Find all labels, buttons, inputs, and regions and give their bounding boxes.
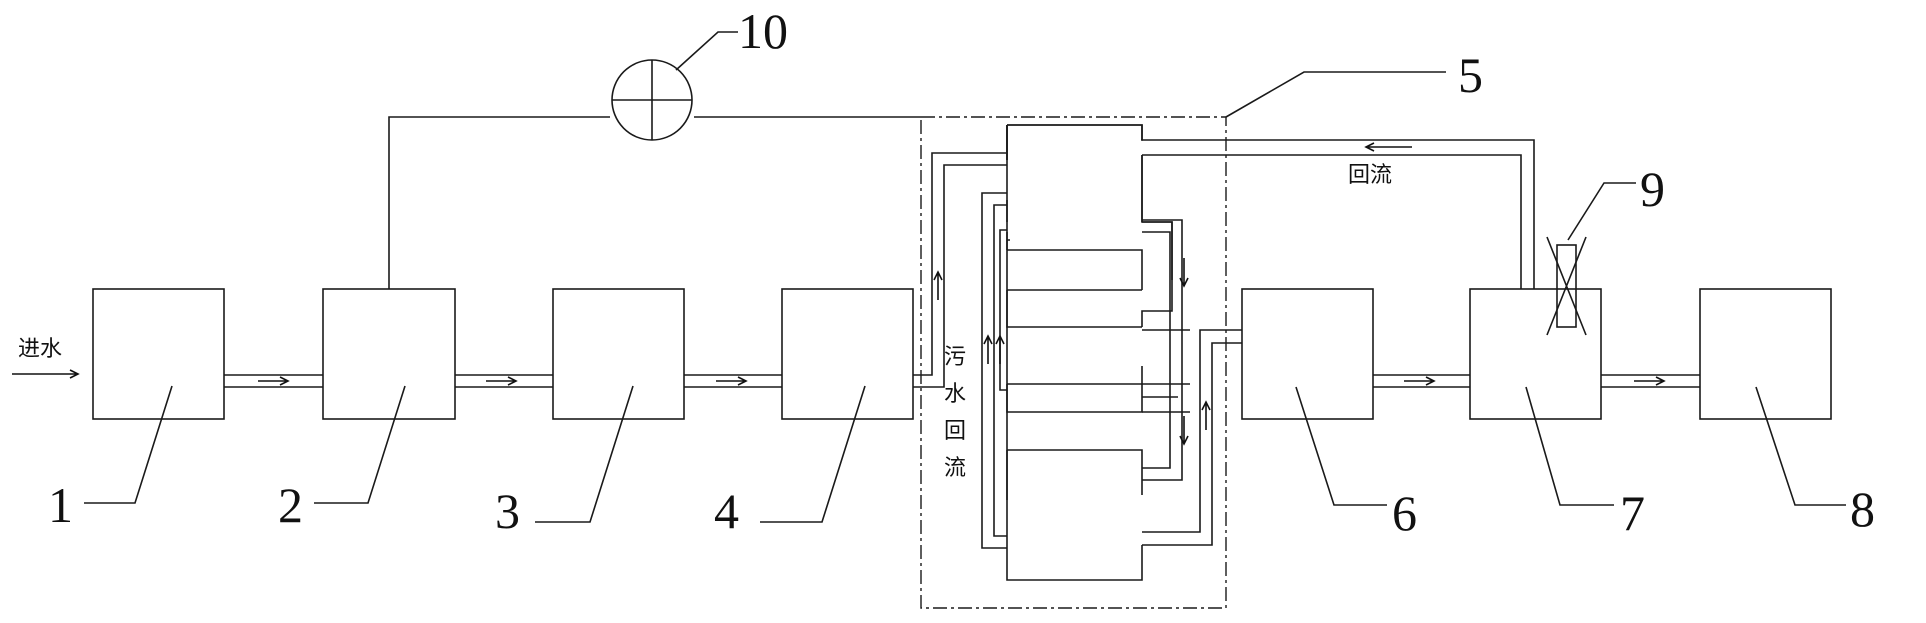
tank-6 [1241,288,1374,420]
flow-arrows [258,376,1666,386]
callout-10: 10 [738,3,788,59]
callout-2: 2 [278,477,303,533]
system-boundary-5 [920,116,1227,609]
tank-2 [322,288,456,420]
sewage-reflux-label-3: 回 [944,419,966,444]
leader-lines [84,31,1846,523]
reflux-label: 回流 [1348,163,1392,188]
tank-1 [92,288,225,420]
tank-3 [552,288,685,420]
tank-8 [1699,288,1832,420]
callout-7: 7 [1620,485,1645,541]
recycle-line-top [388,116,921,289]
sewage-reflux-label-1: 污 [944,345,966,370]
tank-7 [1469,288,1602,420]
reflux-line: 回流 [1142,139,1535,289]
callout-8: 8 [1850,481,1875,537]
connecting-pipes [224,374,1700,388]
sewage-reflux-pipes [981,192,1010,549]
callout-9: 9 [1640,161,1665,217]
component-9 [1546,236,1587,336]
callout-5: 5 [1458,47,1483,103]
inflow-indicator: 进水 [12,337,80,379]
pump-10 [611,59,693,141]
inflow-label: 进水 [18,337,62,362]
sewage-reflux-label-4: 流 [944,456,966,481]
callout-4: 4 [714,483,739,539]
callout-1: 1 [48,477,73,533]
reactor-piping [1142,219,1242,546]
tank-4 [781,288,914,420]
callout-3: 3 [495,483,520,539]
callout-6: 6 [1392,485,1417,541]
tank4-to-reactor-pipe [913,152,1007,388]
reactor-boxes [1006,124,1190,581]
sewage-reflux-label-2: 水 [944,382,966,407]
